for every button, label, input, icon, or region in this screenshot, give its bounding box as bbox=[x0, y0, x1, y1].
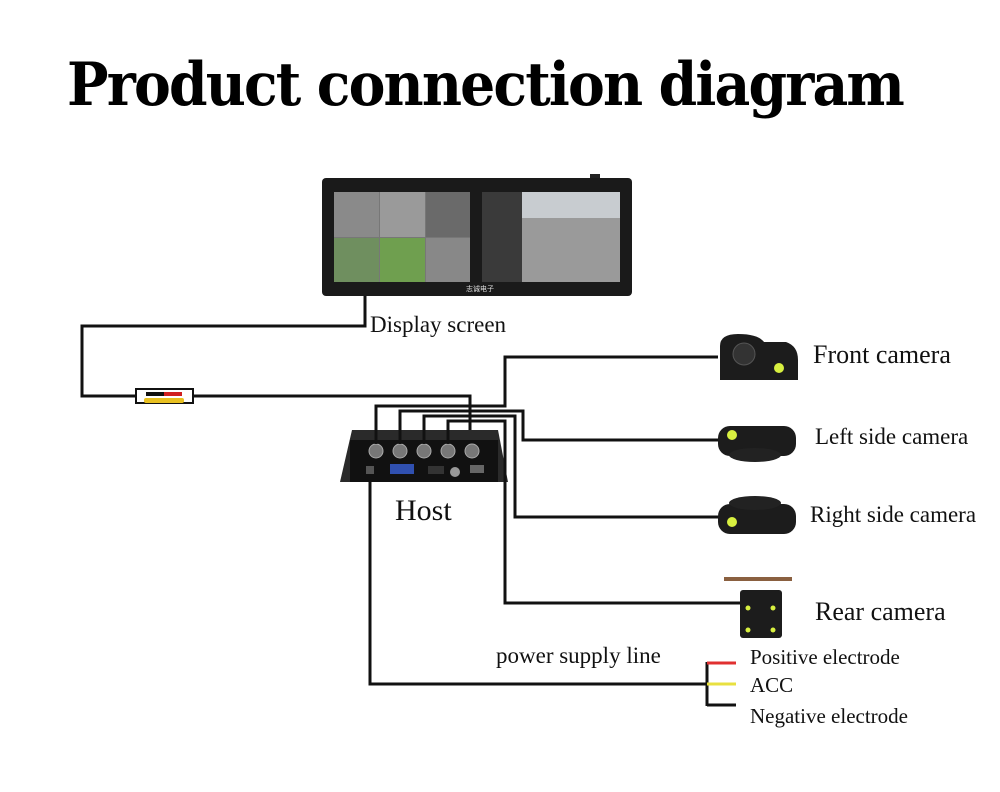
wire-right-camera bbox=[422, 414, 718, 519]
diagram-title: Product connection diagram bbox=[67, 50, 905, 120]
left-camera-device bbox=[718, 426, 796, 462]
power-supply-label: power supply line bbox=[496, 643, 661, 668]
right-camera-label: Right side camera bbox=[810, 502, 977, 527]
front-camera-device bbox=[720, 334, 798, 380]
power-split bbox=[705, 661, 736, 707]
wire-rear-camera bbox=[446, 419, 740, 605]
display-brand-text: 志诚电子 bbox=[466, 284, 494, 293]
display-screen-label: Display screen bbox=[370, 312, 507, 337]
left-camera-label: Left side camera bbox=[815, 424, 969, 449]
camera-wires bbox=[368, 355, 740, 686]
wire-front-camera bbox=[374, 355, 718, 444]
wire-left-camera bbox=[398, 409, 718, 444]
positive-electrode-label: Positive electrode bbox=[750, 645, 900, 669]
rear-camera-label: Rear camera bbox=[815, 597, 946, 626]
front-camera-label: Front camera bbox=[813, 340, 951, 369]
acc-label: ACC bbox=[750, 673, 794, 697]
host-label: Host bbox=[395, 494, 452, 527]
rca-connector bbox=[135, 388, 194, 404]
right-camera-device bbox=[718, 496, 796, 534]
rear-camera-device bbox=[724, 577, 792, 638]
display-screen-device: 志诚电子 bbox=[322, 174, 632, 296]
negative-electrode-label: Negative electrode bbox=[750, 704, 908, 728]
wire-power bbox=[368, 482, 707, 686]
